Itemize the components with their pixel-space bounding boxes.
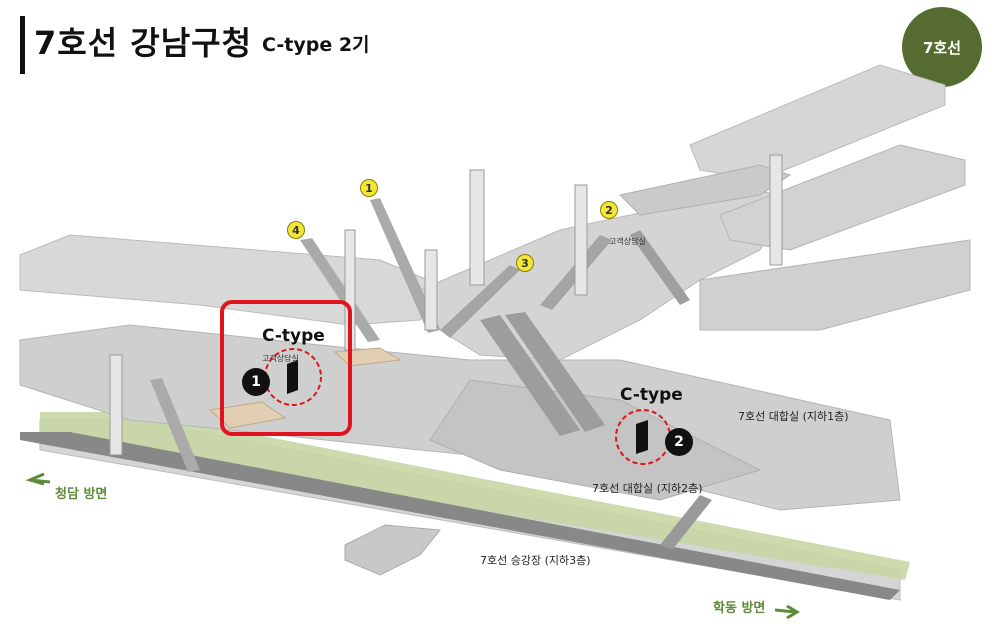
stair-exit-3 xyxy=(440,265,520,338)
platform-green-strip xyxy=(40,412,910,580)
elevator-shaft-2 xyxy=(469,169,485,286)
stair-exit-4 xyxy=(300,238,380,342)
direction-left-label: 청담 방면 xyxy=(55,487,108,502)
stair-mid-2 xyxy=(505,312,605,432)
line-7-badge: 7호선 xyxy=(902,7,982,87)
stair-lower-right xyxy=(660,495,712,550)
elevator-shaft-4 xyxy=(769,154,783,266)
exit-1-marker: 1 xyxy=(360,179,378,197)
arrow-left-icon xyxy=(25,472,51,486)
ctype-label-2: C-type xyxy=(620,385,683,405)
arrow-right-icon xyxy=(774,604,800,620)
ctype-1-dashed-circle xyxy=(264,348,322,406)
elevator-shaft-6 xyxy=(424,249,438,331)
ctype-1-machine xyxy=(287,360,298,394)
track-bed xyxy=(20,432,900,600)
passage-upper-1 xyxy=(689,64,946,181)
concourse-b2-lower xyxy=(429,379,762,501)
level-b1-label: 7호선 대합실 (지하1층) xyxy=(738,410,849,423)
stair-right-down xyxy=(630,230,690,305)
direction-right-label: 학동 방면 xyxy=(713,601,766,616)
marker-2: 2 xyxy=(665,428,693,456)
concourse-b1-right xyxy=(699,239,971,331)
marker-1: 1 xyxy=(242,368,270,396)
customer-service-room-upper: 고객상담실 xyxy=(609,237,646,246)
exit-2-marker: 2 xyxy=(600,201,618,219)
ctype-label-1: C-type xyxy=(262,326,325,346)
elevator-shaft-3 xyxy=(574,184,588,296)
lower-stair-area xyxy=(344,524,441,576)
page-subtitle: C-type 2기 xyxy=(262,34,370,56)
level-b2-label: 7호선 대합실 (지하2층) xyxy=(592,482,703,495)
page-title: 7호선 강남구청 xyxy=(34,24,253,62)
title-accent-bar xyxy=(20,16,25,74)
elevator-shaft-5 xyxy=(109,354,123,456)
stair-exit-1 xyxy=(370,198,440,333)
customer-service-room-lower: 고객상담실 xyxy=(262,354,299,363)
level-b3-label: 7호선 승강장 (지하3층) xyxy=(480,554,591,567)
ctype-highlight-box xyxy=(220,300,352,436)
stair-mid-1 xyxy=(480,315,580,436)
stair-left-down xyxy=(150,378,200,472)
ctype-2-machine xyxy=(636,420,648,454)
exit-4-marker: 4 xyxy=(287,221,305,239)
exit-3-marker: 3 xyxy=(516,254,534,272)
concourse-b1-left xyxy=(19,234,441,326)
